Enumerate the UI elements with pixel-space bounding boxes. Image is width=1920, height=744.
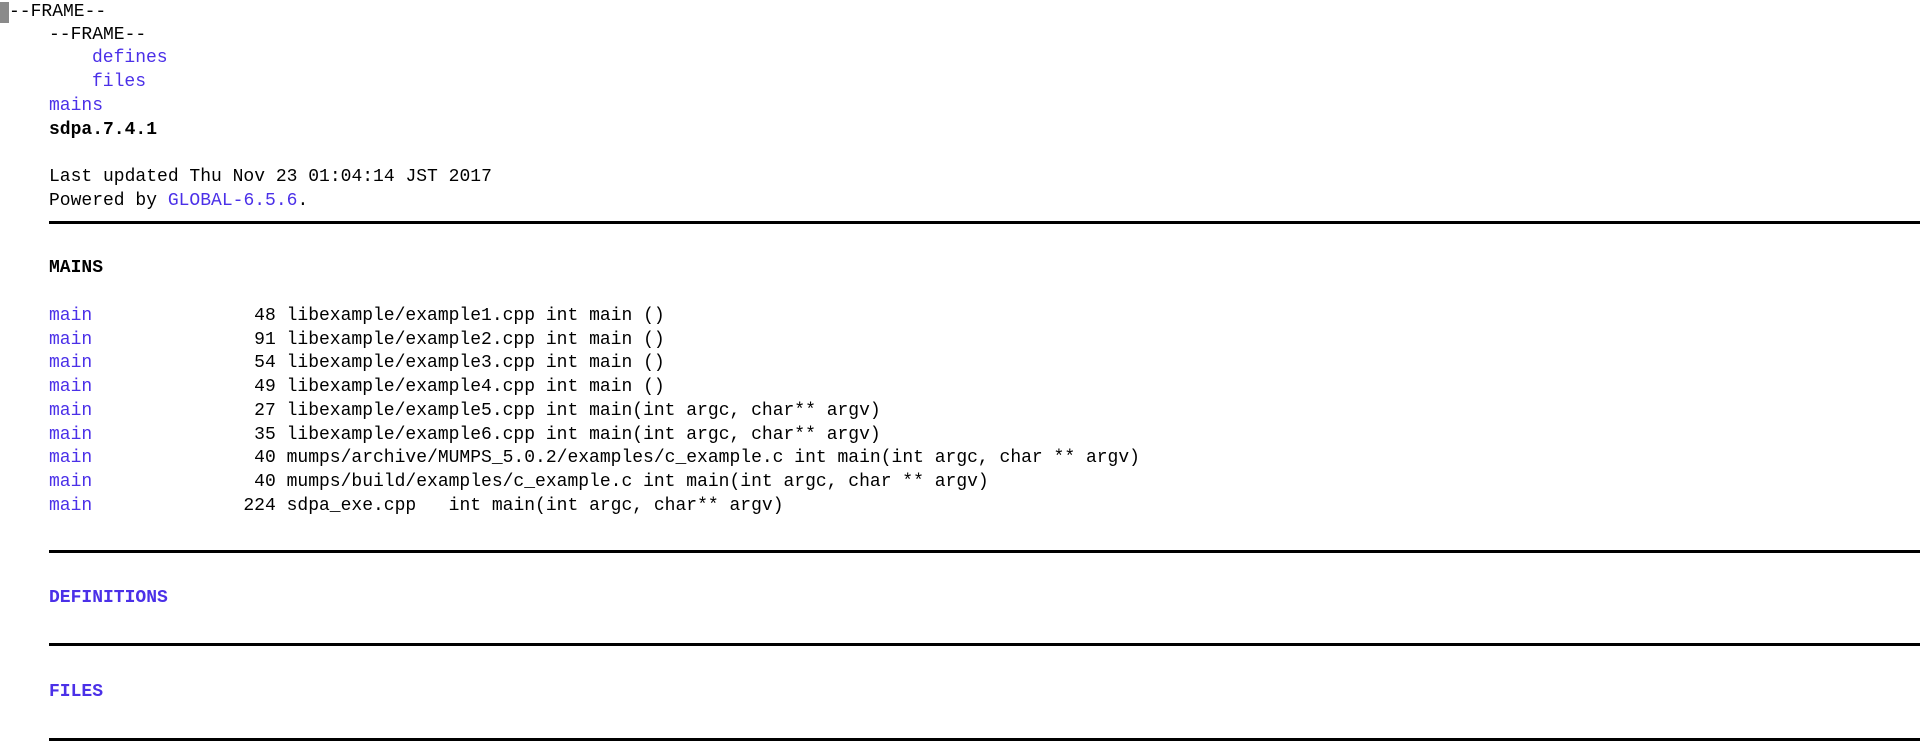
code-signature: int main () [545, 329, 665, 350]
code-signature: int main(int argc, char ** argv) [794, 448, 1140, 469]
global-link[interactable]: GLOBAL-6.5.6 [167, 191, 298, 211]
main-function-link[interactable]: main [49, 329, 93, 350]
file-path: libexample/example3.cpp [286, 353, 536, 374]
code-signature: int main () [545, 353, 665, 374]
line-number: 49 [254, 377, 276, 398]
frame-outer-label: --FRAME-- [9, 2, 107, 22]
code-signature: int main(int argc, char** argv) [545, 400, 881, 421]
last-updated-text: Last updated Thu Nov 23 01:04:14 JST 201… [49, 167, 492, 187]
divider [49, 550, 1920, 553]
powered-by-suffix: . [297, 191, 309, 211]
file-path: libexample/example6.cpp [286, 424, 536, 445]
divider [49, 643, 1920, 646]
files-heading-link[interactable]: FILES [49, 682, 104, 702]
project-title: sdpa.7.4.1 [49, 120, 158, 140]
file-path: libexample/example5.cpp [286, 400, 536, 421]
text-cursor [0, 2, 9, 23]
table-row: main 35 libexample/example6.cpp int main(… [49, 424, 881, 446]
main-function-link[interactable]: main [49, 306, 93, 326]
line-number: 27 [254, 400, 276, 421]
line-number: 35 [254, 424, 276, 445]
main-function-link[interactable]: main [49, 400, 93, 421]
code-signature: int main(int argc, char** argv) [545, 424, 881, 445]
definitions-heading-link[interactable]: DEFINITIONS [49, 588, 168, 608]
file-path: libexample/example1.cpp [286, 306, 536, 326]
line-number: 224 [243, 495, 276, 516]
table-row: main 49 libexample/example4.cpp int main … [49, 376, 665, 398]
main-function-link[interactable]: main [49, 471, 93, 492]
table-row: main 27 libexample/example5.cpp int main(… [49, 400, 881, 422]
main-function-link[interactable]: main [49, 424, 93, 445]
line-number: 54 [254, 353, 276, 374]
files-link[interactable]: files [92, 72, 147, 92]
table-row: main 48 libexample/example1.cpp int main … [49, 305, 665, 327]
main-function-link[interactable]: main [49, 448, 93, 469]
powered-by-line: Powered by GLOBAL-6.5.6. [49, 190, 308, 212]
table-row: main 224 sdpa_exe.cpp int main(int argc, … [49, 495, 784, 517]
mains-heading: MAINS [49, 258, 104, 278]
code-signature: int main(int argc, char ** argv) [643, 471, 989, 492]
code-signature: int main(int argc, char** argv) [448, 495, 784, 516]
file-path: sdpa_exe.cpp [286, 495, 438, 516]
divider [49, 221, 1920, 224]
file-path: mumps/build/examples/c_example.c [286, 471, 633, 492]
table-row: main 91 libexample/example2.cpp int main … [49, 329, 665, 351]
table-row: main 54 libexample/example3.cpp int main … [49, 352, 665, 374]
line-number: 40 [254, 471, 276, 492]
defines-link[interactable]: defines [92, 48, 168, 68]
code-signature: int main () [545, 306, 665, 326]
table-row: main 40 mumps/archive/MUMPS_5.0.2/example… [49, 447, 1140, 469]
file-path: libexample/example2.cpp [286, 329, 536, 350]
divider [49, 738, 1920, 741]
main-function-link[interactable]: main [49, 495, 93, 516]
line-number: 40 [254, 448, 276, 469]
main-function-link[interactable]: main [49, 377, 93, 398]
file-path: libexample/example4.cpp [286, 377, 536, 398]
main-function-link[interactable]: main [49, 353, 93, 374]
line-number: 48 [254, 306, 276, 326]
file-path: mumps/archive/MUMPS_5.0.2/examples/c_exa… [286, 448, 784, 469]
frame-inner-label: --FRAME-- [49, 25, 147, 45]
line-number: 91 [254, 329, 276, 350]
mains-link[interactable]: mains [49, 96, 104, 116]
powered-by-prefix: Powered by [49, 191, 168, 211]
code-signature: int main () [545, 377, 665, 398]
